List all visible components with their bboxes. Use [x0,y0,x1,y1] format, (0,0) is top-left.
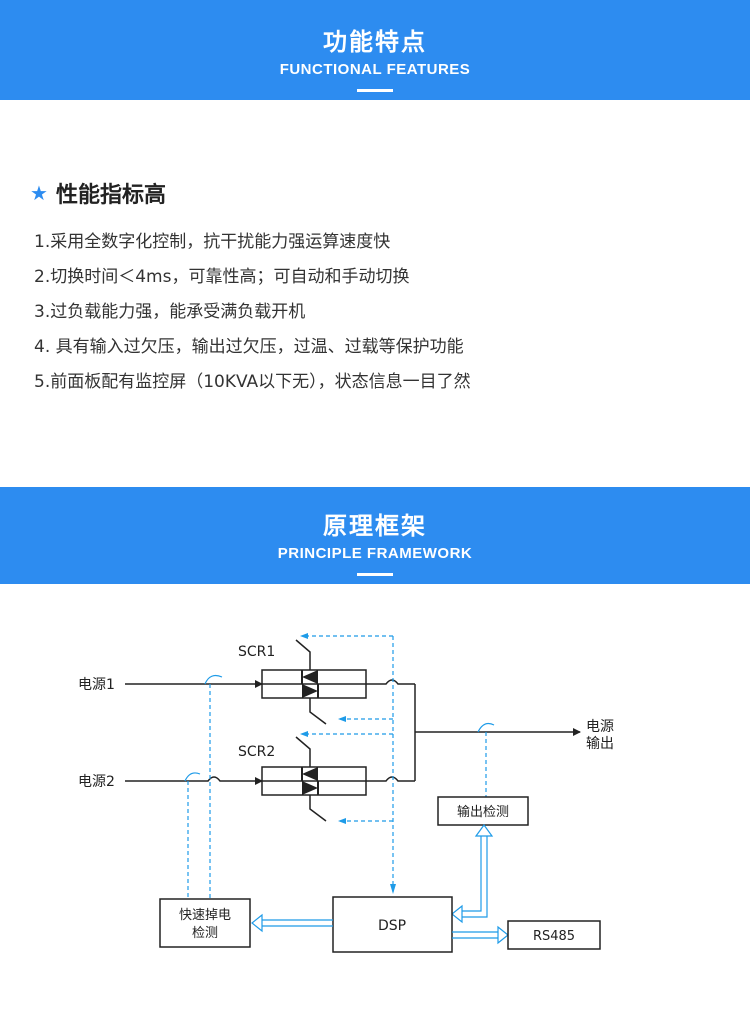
output-label-line2: 输出 [586,736,614,752]
sense-lines [187,684,487,899]
output-detect-box [437,796,529,826]
section-subtitle: FUNCTIONAL FEATURES [279,61,471,78]
output-detect-link [462,836,488,918]
title-underline [357,573,393,576]
feature-item: 3.过负载能力强，能承受满负载开机 [34,302,306,322]
section-subtitle: PRINCIPLE FRAMEWORK [277,545,473,562]
feature-list: 1.采用全数字化控制，抗干扰能力强运算速度快 2.切换时间＜4ms，可靠性高；可… [34,225,471,400]
fast-detect-box [159,898,251,948]
source2-label: 电源2 [78,774,115,790]
dsp-control-lines [302,635,394,892]
source2-path [125,772,263,785]
star-icon: ★ [30,181,48,205]
section-banner-framework: 原理框架 PRINCIPLE FRAMEWORK [0,487,750,584]
feature-item: 4. 具有输入过欠压，输出过欠压，过温、过载等保护功能 [34,337,464,357]
scr2-label: SCR2 [238,744,275,760]
source1-label: 电源1 [78,677,115,693]
fast-detect-label-line2: 检测 [192,926,218,941]
scr2-thyristor [261,736,367,822]
dsp-to-fast-detect-link [262,919,333,927]
dsp-label: DSP [378,918,406,934]
feature-item: 5.前面板配有监控屏（10KVA以下无），状态信息一目了然 [34,372,471,392]
title-underline [357,89,393,92]
scr1-label: SCR1 [238,644,275,660]
rs485-label: RS485 [533,929,575,944]
feature-item: 1.采用全数字化控制，抗干扰能力强运算速度快 [34,232,391,252]
rs485-box [507,920,601,950]
scr1-thyristor [261,639,367,725]
feature-item: 2.切换时间＜4ms，可靠性高；可自动和手动切换 [34,267,410,287]
dsp-box [332,896,453,953]
section-title: 原理框架 [323,512,427,540]
principle-diagram: SCR1 电源1 SCR2 电源2 电源 输出 [78,633,614,953]
section-banner-features: 功能特点 FUNCTIONAL FEATURES [0,0,750,100]
section-title: 功能特点 [323,28,427,56]
output-label-line1: 电源 [586,719,614,735]
feature-heading-text: 性能指标高 [55,183,166,208]
output-detect-label: 输出检测 [457,804,509,820]
dsp-to-rs485-link [452,931,498,939]
source1-path [125,674,263,688]
fast-detect-label-line1: 快速掉电 [179,908,231,923]
feature-heading: ★ 性能指标高 [30,177,166,209]
